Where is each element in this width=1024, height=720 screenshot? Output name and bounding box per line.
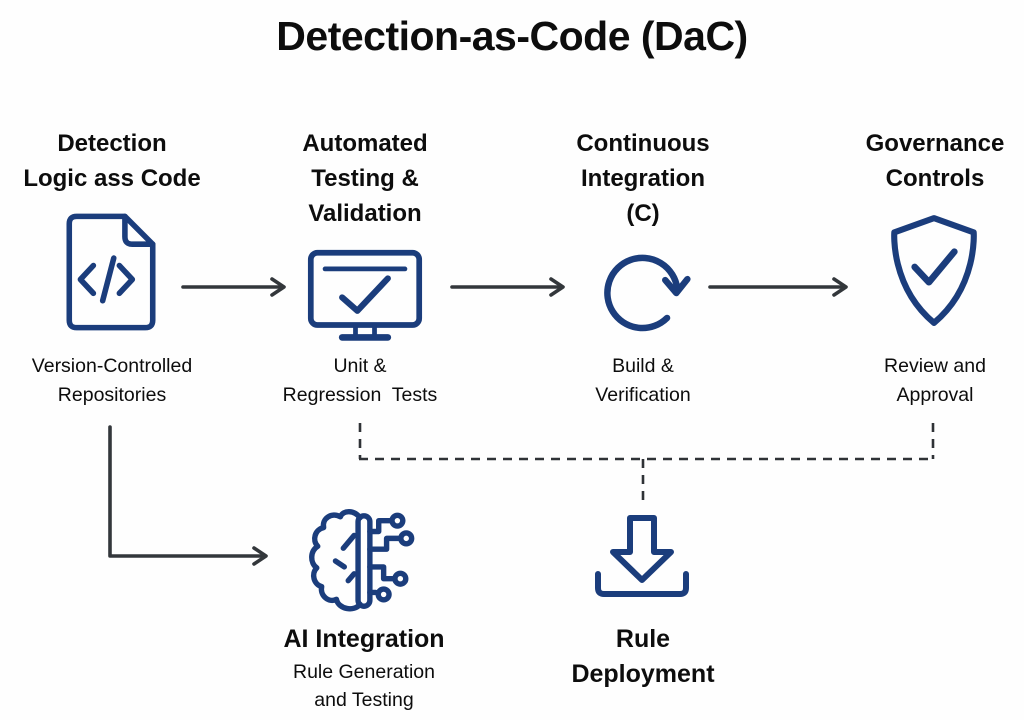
stage-sub-unit-regression: Unit & Regression Tests (282, 355, 438, 406)
ai-integration-title: AI Integration (283, 625, 445, 653)
stage-sub-build-verification: Build & Verification (595, 355, 691, 406)
arrow-testing-to-ci (450, 277, 565, 297)
arrow-ci-to-governance (708, 277, 848, 297)
rule-deployment-title: Rule Deployment (571, 625, 715, 688)
brain-circuit-icon (309, 509, 415, 612)
stage-sub-version-controlled: Version-Controlled Repositories (31, 355, 193, 406)
stage-header-governance-controls: Governance Controls (865, 130, 1005, 192)
stage-sub-review-approval: Review and Approval (884, 355, 986, 406)
ai-integration-sub: Rule Generation and Testing (292, 661, 436, 711)
deploy-download-icon (595, 515, 689, 597)
cycle-arrow-icon (604, 254, 691, 332)
monitor-check-icon (307, 249, 423, 341)
arrow-detection-to-testing (181, 277, 286, 297)
stage-header-detection-logic: Detection Logic ass Code (23, 130, 201, 192)
code-document-icon (66, 213, 156, 331)
shield-check-icon (891, 215, 977, 326)
arrow-repositories-to-ai (108, 425, 268, 566)
page-title: Detection-as-Code (DaC) (276, 13, 748, 59)
stage-header-continuous-integration: Continuous Integration (C) (576, 130, 710, 227)
stage-header-automated-testing: Automated Testing & Validation (302, 130, 428, 227)
